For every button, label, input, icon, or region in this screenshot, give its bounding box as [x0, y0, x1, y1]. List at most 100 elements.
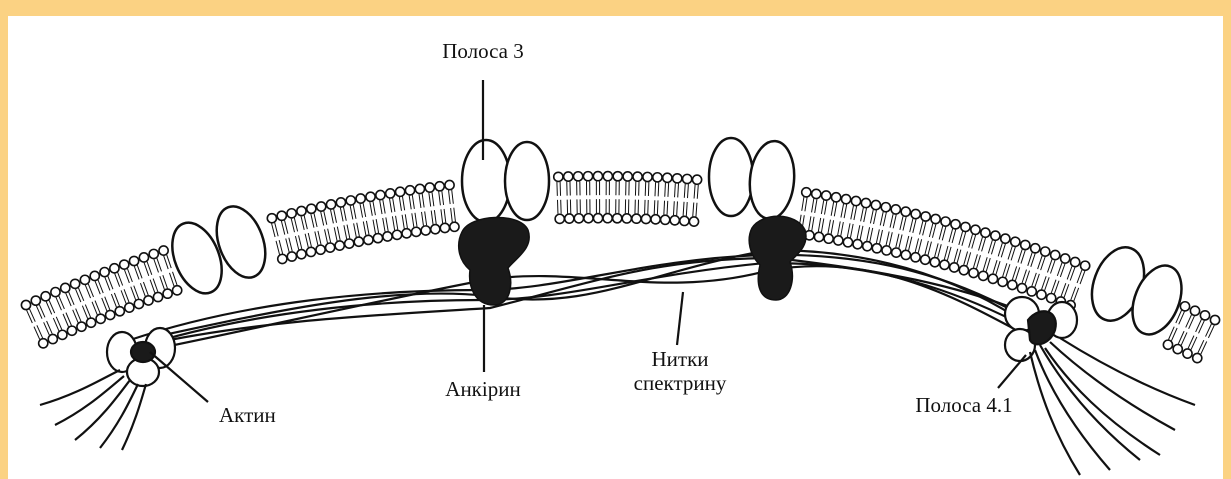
label-actin: Актин	[219, 403, 276, 427]
lipid-head	[603, 214, 612, 223]
lipid-tail	[363, 221, 366, 235]
lipid-head	[287, 252, 296, 261]
lipid-tail	[972, 235, 976, 248]
lipid-head	[861, 198, 870, 207]
lipid-head	[593, 172, 602, 181]
lipid-head	[643, 172, 652, 181]
lipid-tail	[1191, 337, 1197, 350]
lipid-head	[564, 172, 573, 181]
lipid-tail	[281, 221, 284, 235]
lipid-tail	[304, 216, 307, 230]
lipid-head	[584, 214, 593, 223]
lipid-tail	[399, 197, 401, 211]
lipid-tail	[363, 203, 366, 217]
membrane-protein	[709, 138, 753, 216]
lipid-tail	[386, 217, 388, 231]
lipid-tail	[812, 217, 814, 231]
lipid-tail	[686, 202, 687, 216]
lipid-tail	[812, 199, 814, 213]
lipid-head	[1193, 353, 1202, 362]
lipid-tail	[305, 234, 308, 248]
lipid-tail	[815, 199, 817, 213]
lipid-tail	[415, 213, 417, 227]
lipid-tail	[389, 199, 391, 213]
lipid-head	[673, 174, 682, 183]
lipid-tail	[952, 229, 956, 243]
lipid-head	[622, 214, 631, 223]
lipid-head	[1061, 254, 1070, 263]
lipid-tail	[821, 219, 823, 233]
lipid-head	[802, 188, 811, 197]
lipid-head	[931, 214, 940, 223]
lipid-head	[863, 242, 872, 251]
lipid-tail	[979, 237, 983, 250]
lipid-head	[346, 196, 355, 205]
lipid-tail	[393, 198, 395, 212]
lipid-head	[661, 215, 670, 224]
lipid-tail	[841, 204, 844, 218]
lipid-tail	[412, 213, 414, 227]
lipid-head	[153, 292, 162, 301]
lipid-head	[851, 196, 860, 205]
label-band3: Полоса 3	[442, 39, 524, 63]
band41-core	[1028, 311, 1056, 344]
lipid-head	[307, 204, 316, 213]
lipid-tail	[665, 183, 666, 197]
lipid-tail	[412, 195, 414, 209]
lipid-head	[921, 212, 930, 221]
lipid-tail	[454, 208, 456, 222]
lipid-tail	[444, 209, 446, 223]
lipid-tail	[687, 184, 688, 198]
lipid-head	[959, 266, 968, 275]
lipid-tail	[802, 197, 804, 211]
lipid-tail	[864, 208, 867, 222]
lipid-head	[1031, 244, 1040, 253]
lipid-tail	[694, 185, 695, 199]
lipid-head	[90, 271, 99, 280]
lipid-tail	[409, 195, 411, 209]
label-spectrin-line1: Нитки	[651, 347, 708, 371]
lipid-head	[306, 247, 315, 256]
lipid-tail	[886, 232, 889, 246]
lipid-tail	[328, 229, 331, 243]
lipid-tail	[442, 191, 444, 205]
lipid-tail	[900, 216, 903, 230]
lipid-head	[1173, 344, 1182, 353]
lipid-head	[297, 206, 306, 215]
lipid-tail	[451, 208, 453, 222]
actin-filament	[40, 370, 120, 405]
lipid-head	[431, 225, 440, 234]
lipid-tail	[696, 203, 697, 217]
lipid-tail	[828, 220, 830, 234]
lipid-tail	[276, 241, 279, 255]
lipid-tail	[928, 242, 931, 256]
lipid-head	[405, 186, 414, 195]
lipid-tail	[402, 215, 404, 229]
lipid-head	[641, 214, 650, 223]
lipid-tail	[903, 217, 906, 231]
lipid-head	[366, 192, 375, 201]
lipid-head	[125, 303, 134, 312]
lipid-head	[554, 172, 563, 181]
lipid-head	[402, 229, 411, 238]
lipid-head	[345, 239, 354, 248]
lipid-head	[603, 172, 612, 181]
lipid-head	[981, 228, 990, 237]
lipid-head	[951, 220, 960, 229]
lipid-head	[593, 214, 602, 223]
lipid-tail	[939, 226, 943, 240]
lipid-head	[173, 286, 182, 295]
lipid-tail	[675, 183, 676, 197]
lipid-head	[633, 172, 642, 181]
spectrin-strand	[145, 258, 1030, 345]
ankyrin-protein	[459, 217, 529, 305]
lipid-head	[1081, 261, 1090, 270]
lipid-tail	[831, 220, 833, 234]
lipid-head	[364, 235, 373, 244]
lipid-tail	[360, 204, 363, 218]
lipid-head	[940, 260, 949, 269]
lipid-tail	[841, 222, 844, 236]
lipid-head	[376, 190, 385, 199]
lipid-tail	[874, 210, 877, 224]
lipid-tail	[373, 201, 375, 215]
